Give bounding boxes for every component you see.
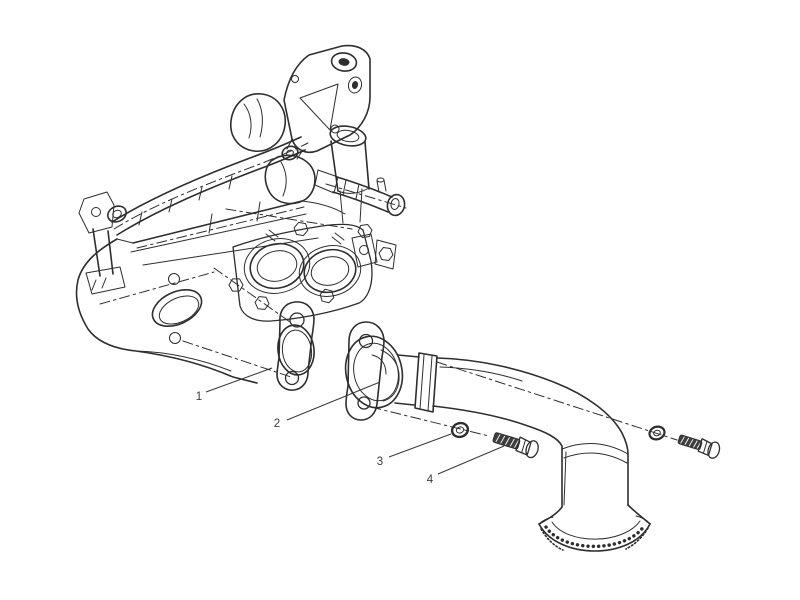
- callout-4: 4: [427, 445, 505, 486]
- callout-1-label: 1: [196, 391, 202, 403]
- gasket-bolt-hole: [284, 370, 300, 386]
- bolt-right-drawing: [677, 434, 721, 459]
- drive-shaft: [314, 169, 407, 217]
- housing-bolt-hole: [168, 273, 180, 285]
- arm-eye: [107, 205, 127, 223]
- callout-4-label: 4: [427, 474, 434, 486]
- valve-boss: [329, 125, 370, 224]
- callout-2-label: 2: [274, 418, 280, 430]
- callout-2-leader-line: [286, 381, 381, 421]
- shaft-pin: [376, 177, 385, 183]
- bracket-lug-eye: [281, 145, 299, 161]
- pump-face-bolts: [228, 221, 397, 311]
- pump-face-plate: [225, 208, 373, 322]
- part-4-bolt-drawing: [492, 432, 539, 459]
- oil-pump-assembly-drawing: [75, 44, 407, 384]
- bell-mouth-strainer: [538, 504, 651, 552]
- arm-clevis: [78, 191, 115, 234]
- cast-lobes: [230, 93, 316, 205]
- tube-flange: [345, 321, 385, 421]
- pump-housing: [75, 238, 292, 384]
- flange-bolt-hole: [358, 333, 374, 349]
- pump-bore: [249, 242, 305, 290]
- assembly-centerlines: [370, 361, 678, 441]
- callout-1-leader-line: [205, 367, 273, 393]
- callout-3-label: 3: [377, 456, 383, 468]
- bracket-boss: [330, 52, 358, 72]
- part-1-gasket-drawing: [276, 301, 315, 391]
- arm-foot: [85, 266, 126, 295]
- pump-deck: [130, 200, 346, 266]
- flange-bolt-hole: [357, 396, 371, 410]
- part-2-pickup-tube-drawing: [344, 321, 651, 552]
- top-mounting-bracket: [281, 44, 371, 161]
- housing-oval-opening: [151, 289, 203, 327]
- callout-1: 1: [196, 367, 273, 403]
- callout-2: 2: [274, 381, 381, 430]
- callouts: 1 2 3 4: [196, 367, 505, 486]
- pump-bore: [303, 248, 357, 294]
- tube-clamp-ring: [414, 352, 438, 413]
- washer-right-drawing: [648, 425, 666, 441]
- part-3-washer-drawing: [450, 421, 470, 439]
- callout-4-leader-line: [437, 445, 505, 475]
- gasket-bolt-hole: [289, 312, 305, 328]
- callout-3-leader-line: [388, 433, 452, 458]
- callout-3: 3: [377, 433, 452, 468]
- shaft-end: [386, 193, 406, 217]
- flange-collar: [344, 335, 404, 409]
- housing-bolt-hole: [169, 332, 181, 344]
- support-arm: [78, 136, 309, 295]
- strainer-holes: [544, 524, 646, 549]
- tube-elbow: [436, 357, 629, 506]
